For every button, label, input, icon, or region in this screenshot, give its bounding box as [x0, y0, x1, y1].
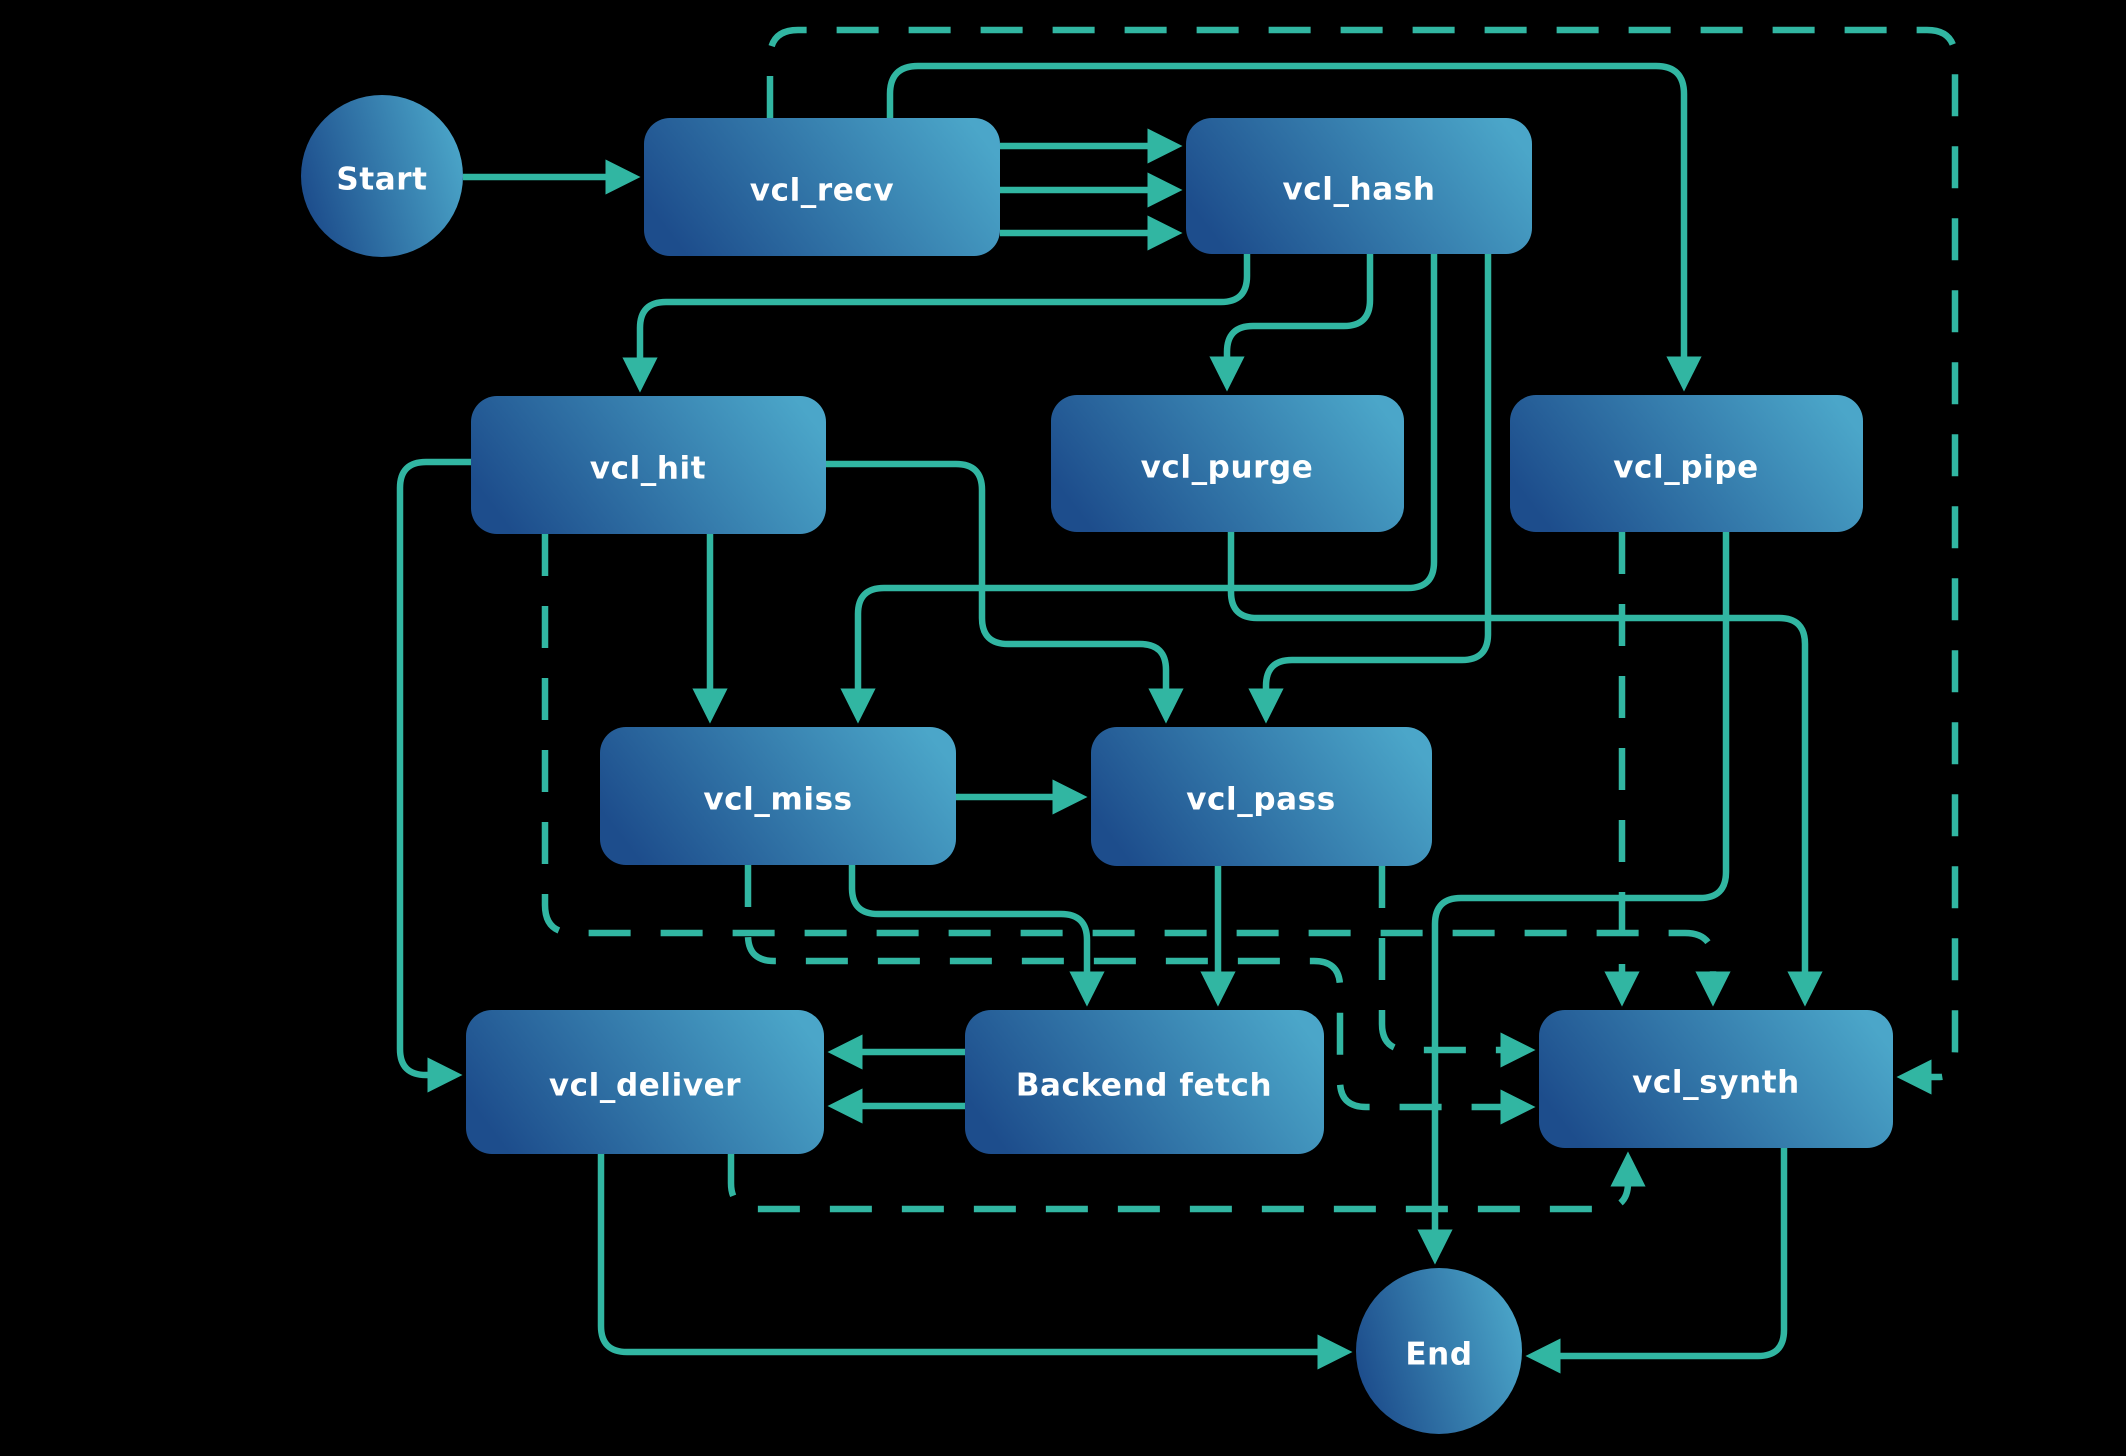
edge-vcl-hit-to-vcl-synth — [541, 534, 1731, 1007]
edge-vcl-purge-to-vcl-synth — [1227, 532, 1823, 1007]
edge-vcl-deliver-to-vcl-synth — [727, 1151, 1646, 1213]
vcl-pass-shape — [1091, 727, 1432, 866]
edge-vcl-hit-to-vcl-deliver — [396, 458, 471, 1093]
vcl-hit-shape — [471, 396, 826, 534]
vcl-hit-label: vcl_hit — [590, 451, 706, 487]
node-vcl-hit: vcl_hit — [471, 396, 826, 534]
vcl-deliver-label: vcl_deliver — [549, 1068, 741, 1104]
edge-vcl-pass-to-vcl-synth — [1378, 866, 1536, 1068]
edge-vcl-deliver-to-end — [597, 1154, 1353, 1370]
node-vcl-pass: vcl_pass — [1091, 727, 1432, 866]
end-shape — [1356, 1268, 1522, 1434]
vcl-miss-shape — [600, 727, 956, 865]
node-vcl-miss: vcl_miss — [600, 727, 956, 865]
vcl-recv-shape — [644, 118, 1000, 256]
edge-vcl-pipe-to-end — [1417, 532, 1730, 1265]
node-vcl-hash: vcl_hash — [1186, 118, 1532, 254]
vcl-synth-shape — [1539, 1010, 1893, 1148]
vcl-pass-label: vcl_pass — [1186, 782, 1336, 818]
edge-vcl-hash-to-vcl-pass — [1248, 254, 1492, 724]
vcl-deliver-shape — [466, 1010, 824, 1154]
vcl-synth-label: vcl_synth — [1632, 1065, 1800, 1101]
vcl-pipe-shape — [1510, 395, 1863, 532]
end-label: End — [1405, 1337, 1472, 1373]
node-vcl-purge: vcl_purge — [1051, 395, 1404, 532]
vcl-recv-label: vcl_recv — [750, 173, 894, 209]
vcl-hash-label: vcl_hash — [1282, 172, 1435, 208]
edge-vcl-recv-to-vcl-synth-loop — [766, 26, 1959, 1095]
node-vcl-recv: vcl_recv — [644, 118, 1000, 256]
edge-vcl-hash-to-vcl-miss — [840, 254, 1438, 724]
edge-vcl-synth-to-end — [1525, 1148, 1788, 1374]
vcl-miss-label: vcl_miss — [703, 782, 852, 818]
edge-vcl-hit-to-vcl-pass — [826, 460, 1184, 724]
node-backend-fetch: Backend fetch — [965, 1010, 1324, 1154]
edge-vcl-hash-to-vcl-hit — [622, 254, 1251, 393]
edge-vcl-recv-to-vcl-pipe — [886, 62, 1702, 392]
edge-vcl-miss-to-vcl-synth — [744, 865, 1536, 1125]
node-end: End — [1356, 1268, 1522, 1434]
start-label: Start — [336, 162, 427, 198]
vcl-pipe-label: vcl_pipe — [1613, 450, 1759, 486]
node-vcl-synth: vcl_synth — [1539, 1010, 1893, 1148]
vcl-purge-shape — [1051, 395, 1404, 532]
backend-fetch-shape — [965, 1010, 1324, 1154]
vcl-hash-shape — [1186, 118, 1532, 254]
edge-vcl-miss-to-backend-fetch — [848, 865, 1105, 1007]
edge-vcl-hash-to-vcl-purge — [1209, 254, 1374, 392]
backend-fetch-label: Backend fetch — [1016, 1068, 1272, 1104]
vcl-purge-label: vcl_purge — [1141, 450, 1314, 486]
start-shape — [301, 95, 463, 257]
node-vcl-deliver: vcl_deliver — [466, 1010, 824, 1154]
node-vcl-pipe: vcl_pipe — [1510, 395, 1863, 532]
node-start: Start — [301, 95, 463, 257]
